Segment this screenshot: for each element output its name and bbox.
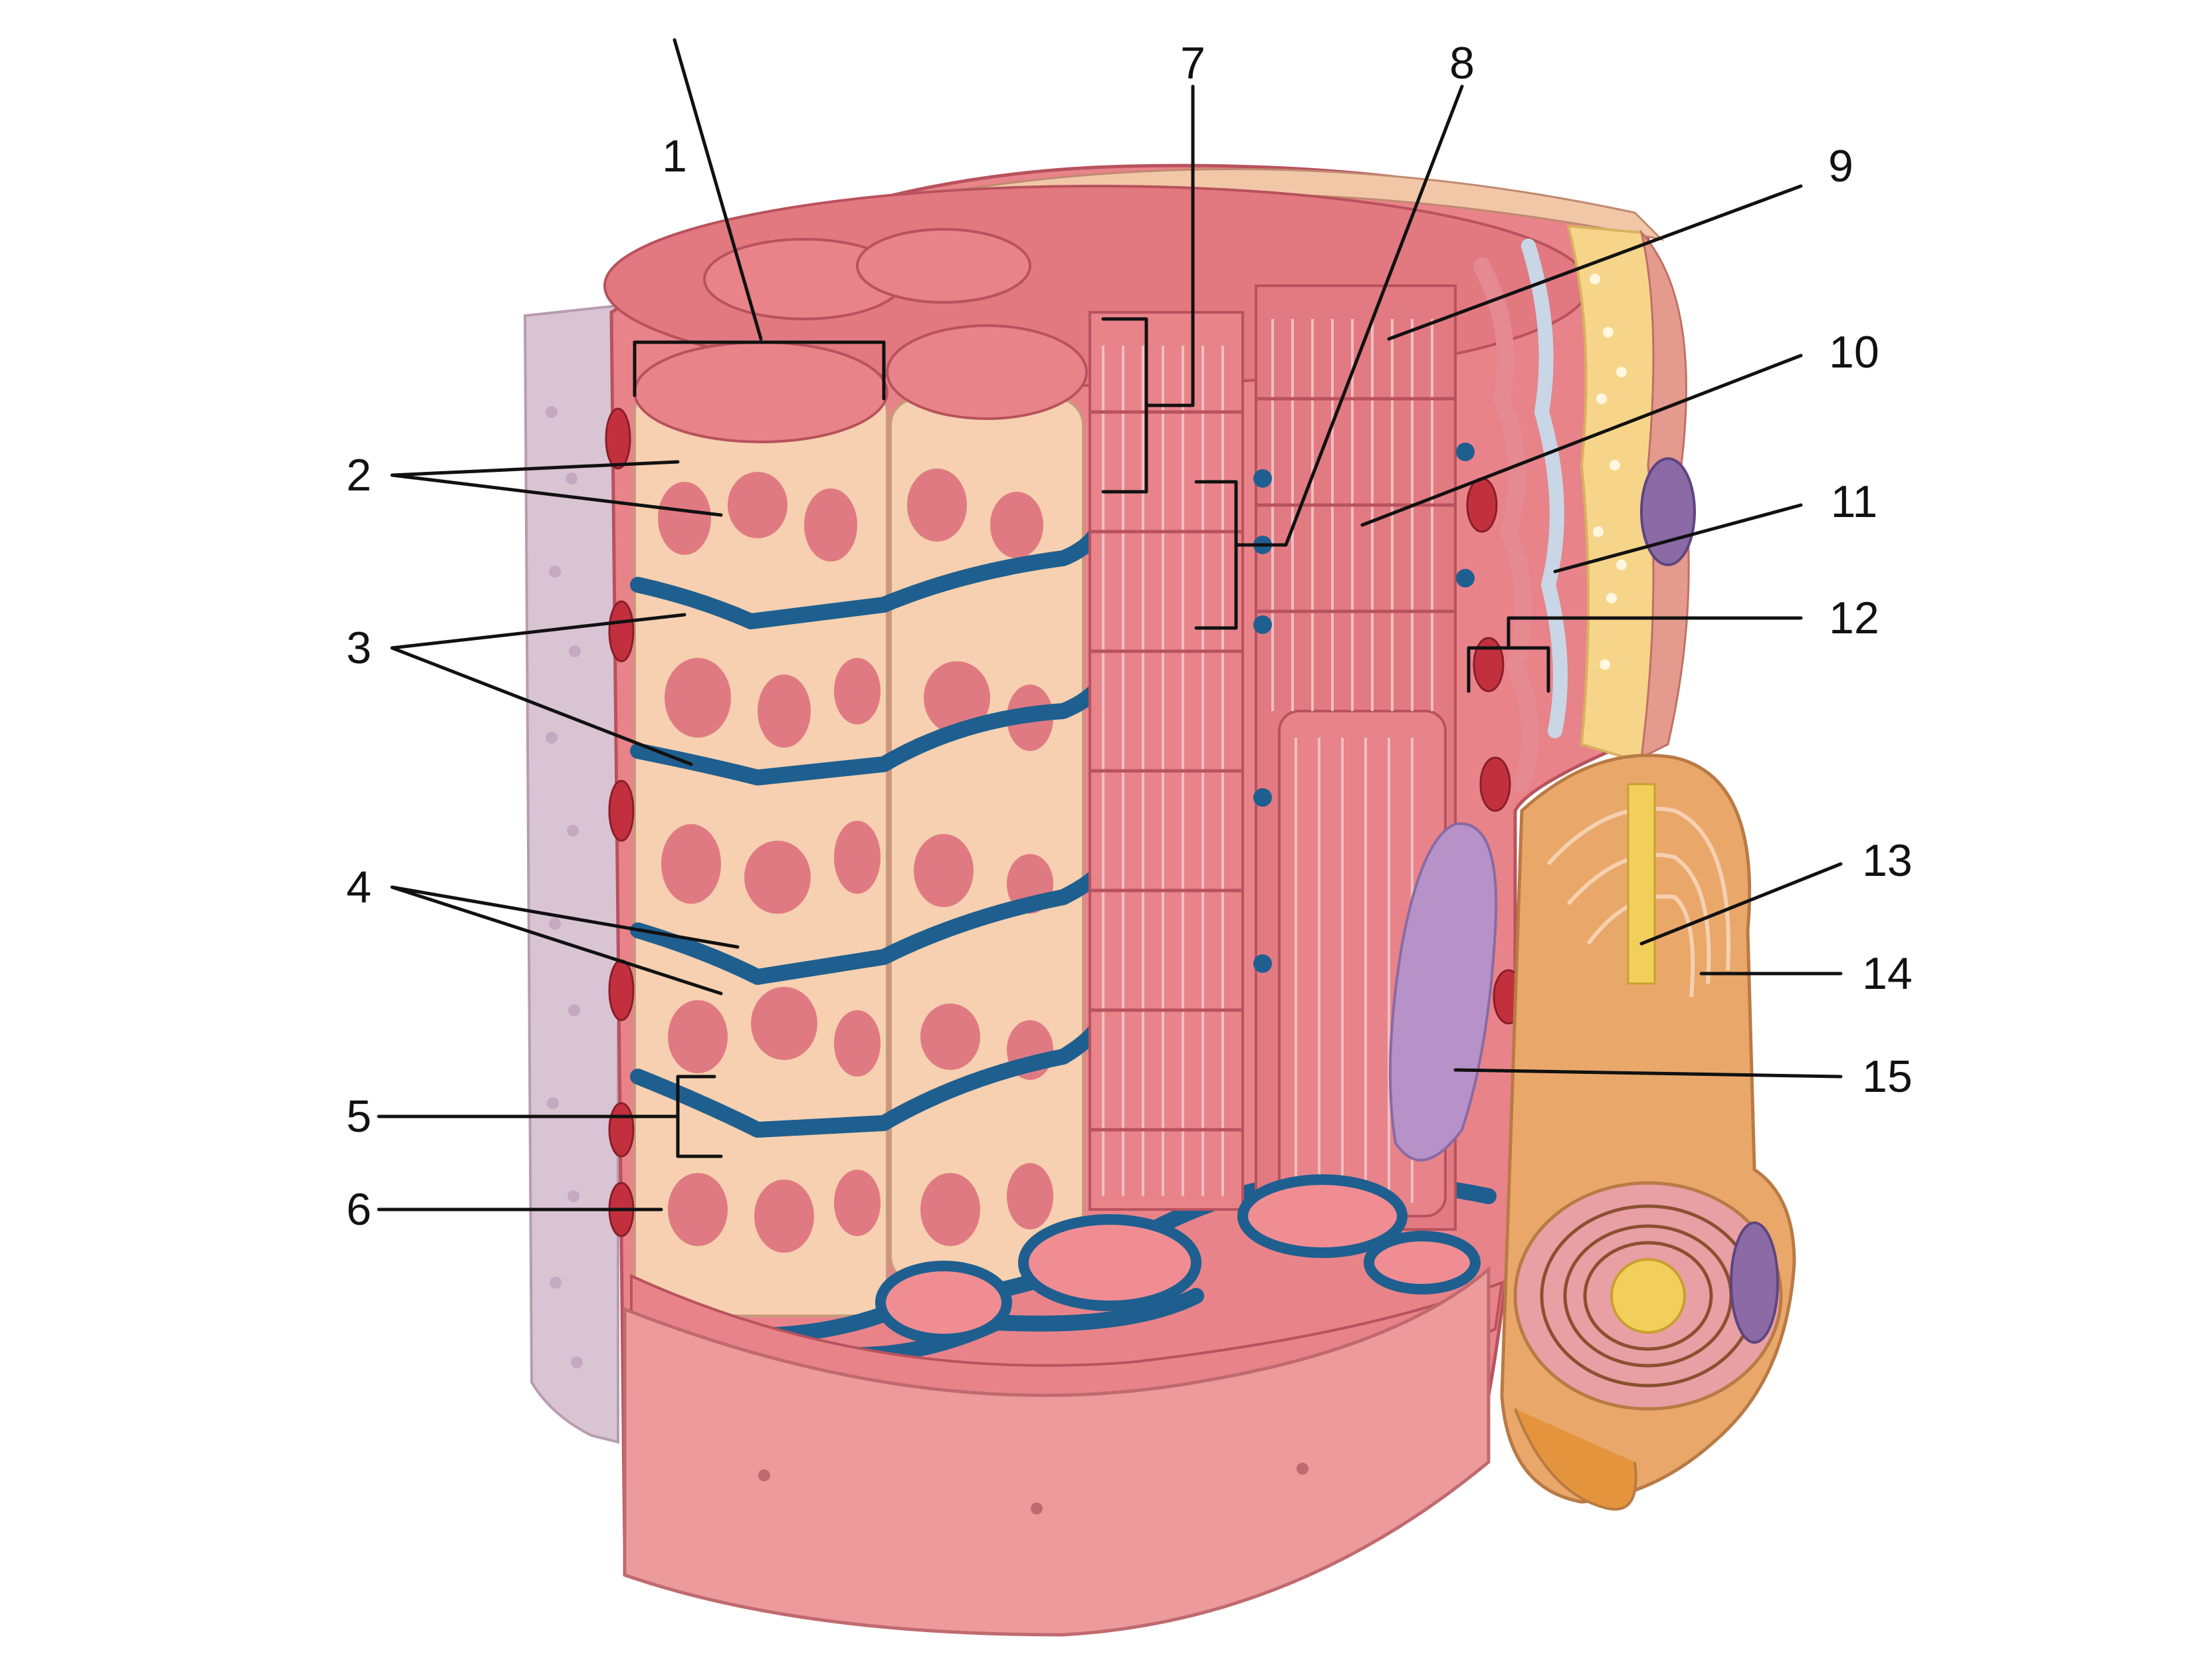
leader-2: [390, 460, 723, 517]
label-4: 4: [346, 862, 371, 912]
fiber-lower-cylinder: [623, 1265, 1491, 1637]
label-3: 3: [346, 623, 371, 673]
myelin-layers: [1546, 806, 1730, 998]
axon-cross-section: [1610, 1258, 1686, 1334]
label-5: 5: [346, 1091, 371, 1142]
label-10: 10: [1829, 327, 1879, 377]
label-12: 12: [1829, 593, 1879, 643]
triad-openings: [1253, 443, 1475, 973]
myofibril-cross-sections: [875, 1174, 1481, 1344]
schwann-nucleus: [1640, 457, 1696, 566]
leader-5: [377, 1075, 723, 1158]
label-9: 9: [1828, 141, 1853, 191]
leader-8: [1194, 84, 1464, 630]
nerve-tail: [1514, 1408, 1637, 1511]
z-lines: [1090, 397, 1455, 1132]
leader-9: [1387, 184, 1803, 341]
leader-11: [1553, 503, 1803, 574]
leader-12: [1467, 616, 1803, 693]
label-8: 8: [1449, 38, 1475, 88]
axon-core: [1627, 783, 1656, 985]
myelin-ring-3: [1583, 1241, 1713, 1351]
label-1: 1: [662, 131, 687, 181]
myelinated-nerve-fiber: [1500, 754, 1796, 1511]
label-2: 2: [346, 450, 371, 500]
label-11: 11: [1831, 476, 1878, 527]
endomysium-texture: [546, 406, 583, 1368]
leader-10: [1360, 354, 1803, 527]
leader-1: [633, 38, 886, 401]
label-6: 6: [346, 1184, 371, 1235]
muscle-nucleus: [1389, 822, 1498, 1162]
reticulum-holes: [658, 469, 1053, 1253]
leader-13: [1639, 862, 1843, 946]
label-15: 15: [1862, 1051, 1913, 1102]
schwann-nucleus-lower: [1730, 1221, 1779, 1344]
label-14: 14: [1862, 948, 1913, 999]
leader-4: [390, 885, 740, 996]
sarcolemma-folds: [1473, 257, 1539, 793]
leader-lines: [377, 38, 1843, 1211]
muscle-model-illustration: [523, 163, 1796, 1637]
number-labels: 1 2 3 4 5 6 7 8 9 10 11 12 13 14 15: [346, 38, 1913, 1235]
leader-3: [390, 613, 693, 766]
surface-pores: [758, 1463, 1308, 1515]
endomysium-left-layer: [523, 304, 619, 1444]
basal-lamina: [1521, 239, 1568, 738]
synaptic-vesicles: [1590, 274, 1627, 670]
leader-15: [1453, 1068, 1843, 1079]
label-13: 13: [1862, 835, 1913, 886]
label-7: 7: [1180, 38, 1205, 88]
leader-7: [1101, 84, 1195, 494]
